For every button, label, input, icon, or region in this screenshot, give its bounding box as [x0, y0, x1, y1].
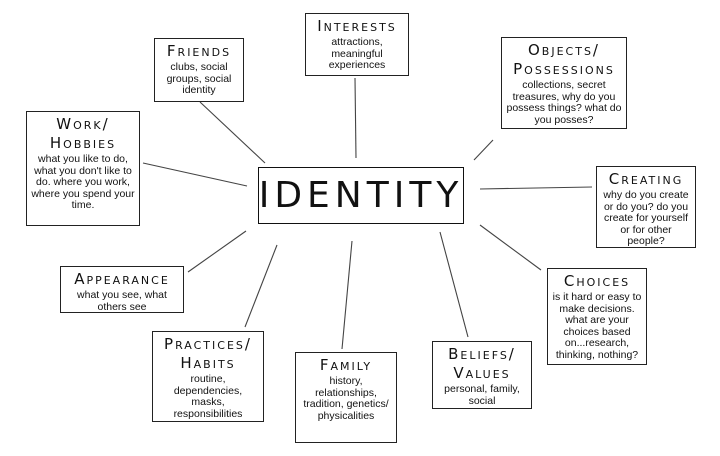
connector-family	[341, 240, 353, 350]
appearance-title: Appearance	[74, 270, 170, 288]
appearance-box: Appearance what you see, what others see	[60, 266, 184, 313]
identity-center-box: IDENTITY	[258, 167, 464, 224]
practices-habits-box: Practices/ Habits routine, dependencies,…	[152, 331, 264, 422]
appearance-desc: what you see, what others see	[77, 289, 167, 313]
choices-title: Choices	[563, 272, 631, 290]
friends-title: Friends	[166, 42, 232, 60]
interests-box: Interests attractions, meaningful experi…	[305, 13, 409, 76]
connector-beliefs	[439, 231, 469, 338]
creating-box: Creating why do you create or do you? do…	[596, 166, 696, 248]
creating-desc: why do you create or do you? do you crea…	[603, 189, 689, 247]
beliefs-values-desc: personal, family, social	[444, 383, 520, 407]
connector-practices	[244, 244, 278, 328]
work-hobbies-box: Work/ Hobbies what you like to do, what …	[26, 111, 140, 226]
friends-box: Friends clubs, social groups, social ide…	[154, 38, 244, 102]
connector-appearance	[187, 230, 247, 273]
connector-interests	[354, 77, 357, 159]
choices-box: Choices is it hard or easy to make decis…	[547, 268, 647, 365]
practices-habits-title: Practices/ Habits	[164, 335, 252, 372]
work-hobbies-desc: what you like to do, what you don't like…	[31, 153, 135, 211]
connector-work	[142, 162, 248, 187]
family-box: Family history, relationships, tradition…	[295, 352, 397, 443]
objects-possessions-desc: collections, secret treasures, why do yo…	[506, 79, 622, 126]
beliefs-values-title: Beliefs/ Values	[448, 345, 516, 382]
connector-creating	[479, 186, 593, 190]
connector-choices	[479, 224, 542, 271]
family-title: Family	[319, 356, 373, 374]
objects-possessions-title: Objects/ Possessions	[513, 41, 615, 78]
practices-habits-desc: routine, dependencies, masks, responsibi…	[173, 373, 243, 420]
objects-possessions-box: Objects/ Possessions collections, secret…	[501, 37, 627, 129]
interests-title: Interests	[317, 17, 397, 35]
friends-desc: clubs, social groups, social identity	[166, 61, 232, 96]
creating-title: Creating	[608, 170, 684, 188]
connector-friends	[199, 101, 266, 164]
beliefs-values-box: Beliefs/ Values personal, family, social	[432, 341, 532, 409]
interests-desc: attractions, meaningful experiences	[328, 36, 386, 71]
work-hobbies-title: Work/ Hobbies	[49, 115, 117, 152]
connector-objects	[473, 139, 494, 161]
choices-desc: is it hard or easy to make decisions. wh…	[552, 291, 642, 361]
family-desc: history, relationships, tradition, genet…	[303, 375, 389, 422]
